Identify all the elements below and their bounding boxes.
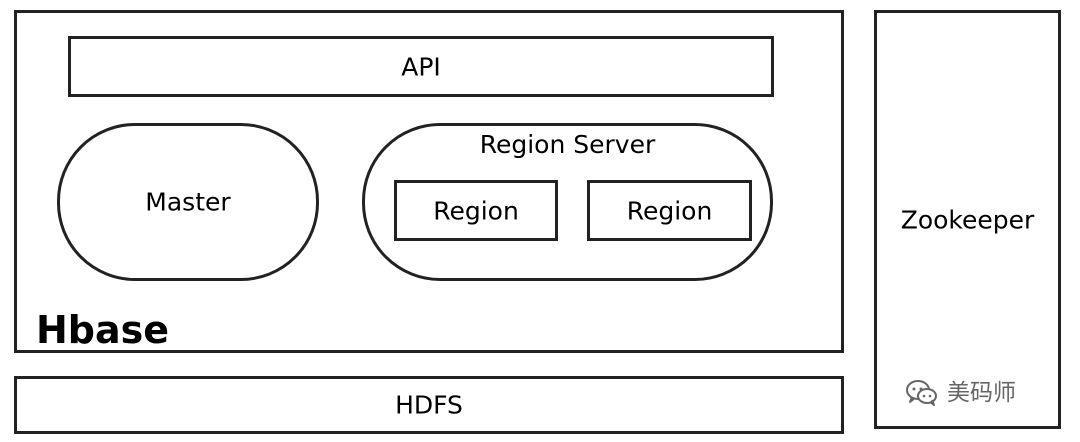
hdfs-box: HDFS <box>14 376 844 434</box>
wechat-icon <box>905 378 939 408</box>
zookeeper-label: Zookeeper <box>900 205 1035 234</box>
region-box: Region <box>587 180 752 241</box>
hbase-label: Hbase <box>36 308 170 352</box>
region-server-label: Region Server <box>479 130 656 159</box>
hdfs-label: HDFS <box>395 390 463 420</box>
api-label: API <box>401 52 441 81</box>
region-label: Region <box>626 196 713 225</box>
watermark-text: 美码师 <box>947 379 1016 406</box>
master-label: Master <box>145 187 231 217</box>
api-box: API <box>68 36 774 97</box>
watermark: 美码师 <box>905 378 1016 408</box>
zookeeper-box: Zookeeper <box>874 10 1061 429</box>
region-box: Region <box>394 180 558 241</box>
master-node: Master <box>57 123 319 281</box>
region-label: Region <box>433 196 519 225</box>
